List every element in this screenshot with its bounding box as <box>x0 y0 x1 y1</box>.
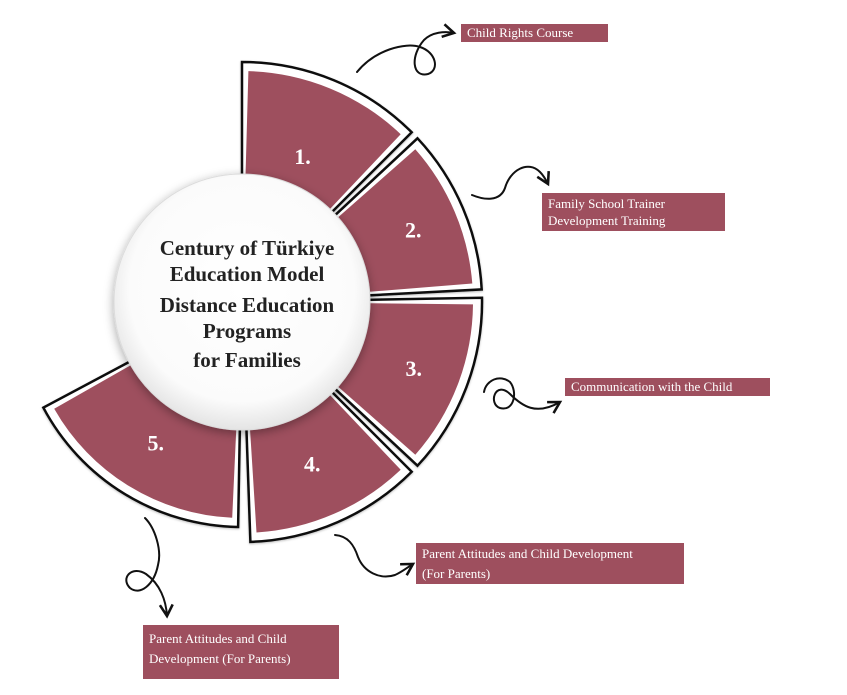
segment-4-number: 4. <box>304 451 321 476</box>
label-family-school-trainer-line-1: Family School Trainer <box>548 196 666 211</box>
label-parent-attitudes-5: Parent Attitudes and Child Development (… <box>143 625 339 679</box>
center-title-line-5: for Families <box>193 348 301 372</box>
segment-5-number: 5. <box>148 431 165 456</box>
center-title-line-2: Education Model <box>169 262 325 286</box>
label-child-rights-course: Child Rights Course <box>461 24 608 42</box>
label-family-school-trainer: Family School Trainer Development Traini… <box>542 193 725 231</box>
segment-1-number: 1. <box>294 144 311 169</box>
center-title-line-1: Century of Türkiye <box>159 236 335 260</box>
center-title-line-3: Distance Education <box>159 293 335 317</box>
segment-2-number: 2. <box>405 217 422 242</box>
connector-arrow-3 <box>483 377 563 414</box>
label-parent-attitudes-5-line-2: Development (For Parents) <box>149 651 291 666</box>
segment-3-number: 3. <box>406 356 423 381</box>
center-circle <box>113 173 371 431</box>
connector-arrow-4 <box>334 534 416 578</box>
connector-arrow-2 <box>471 165 550 200</box>
label-communication-with-child-text: Communication with the Child <box>571 379 733 394</box>
label-family-school-trainer-line-2: Development Training <box>548 213 666 228</box>
label-communication-with-child: Communication with the Child <box>565 378 770 396</box>
center-title-line-4: Programs <box>202 319 292 343</box>
label-parent-attitudes-4: Parent Attitudes and Child Development (… <box>416 543 684 584</box>
label-parent-attitudes-4-line-1: Parent Attitudes and Child Development <box>422 546 633 561</box>
label-parent-attitudes-4-line-2: (For Parents) <box>422 566 491 581</box>
connector-arrow-5 <box>125 517 174 619</box>
label-parent-attitudes-5-line-1: Parent Attitudes and Child <box>149 631 287 646</box>
label-child-rights-course-text: Child Rights Course <box>467 25 574 40</box>
connector-arrow-1 <box>356 23 457 76</box>
